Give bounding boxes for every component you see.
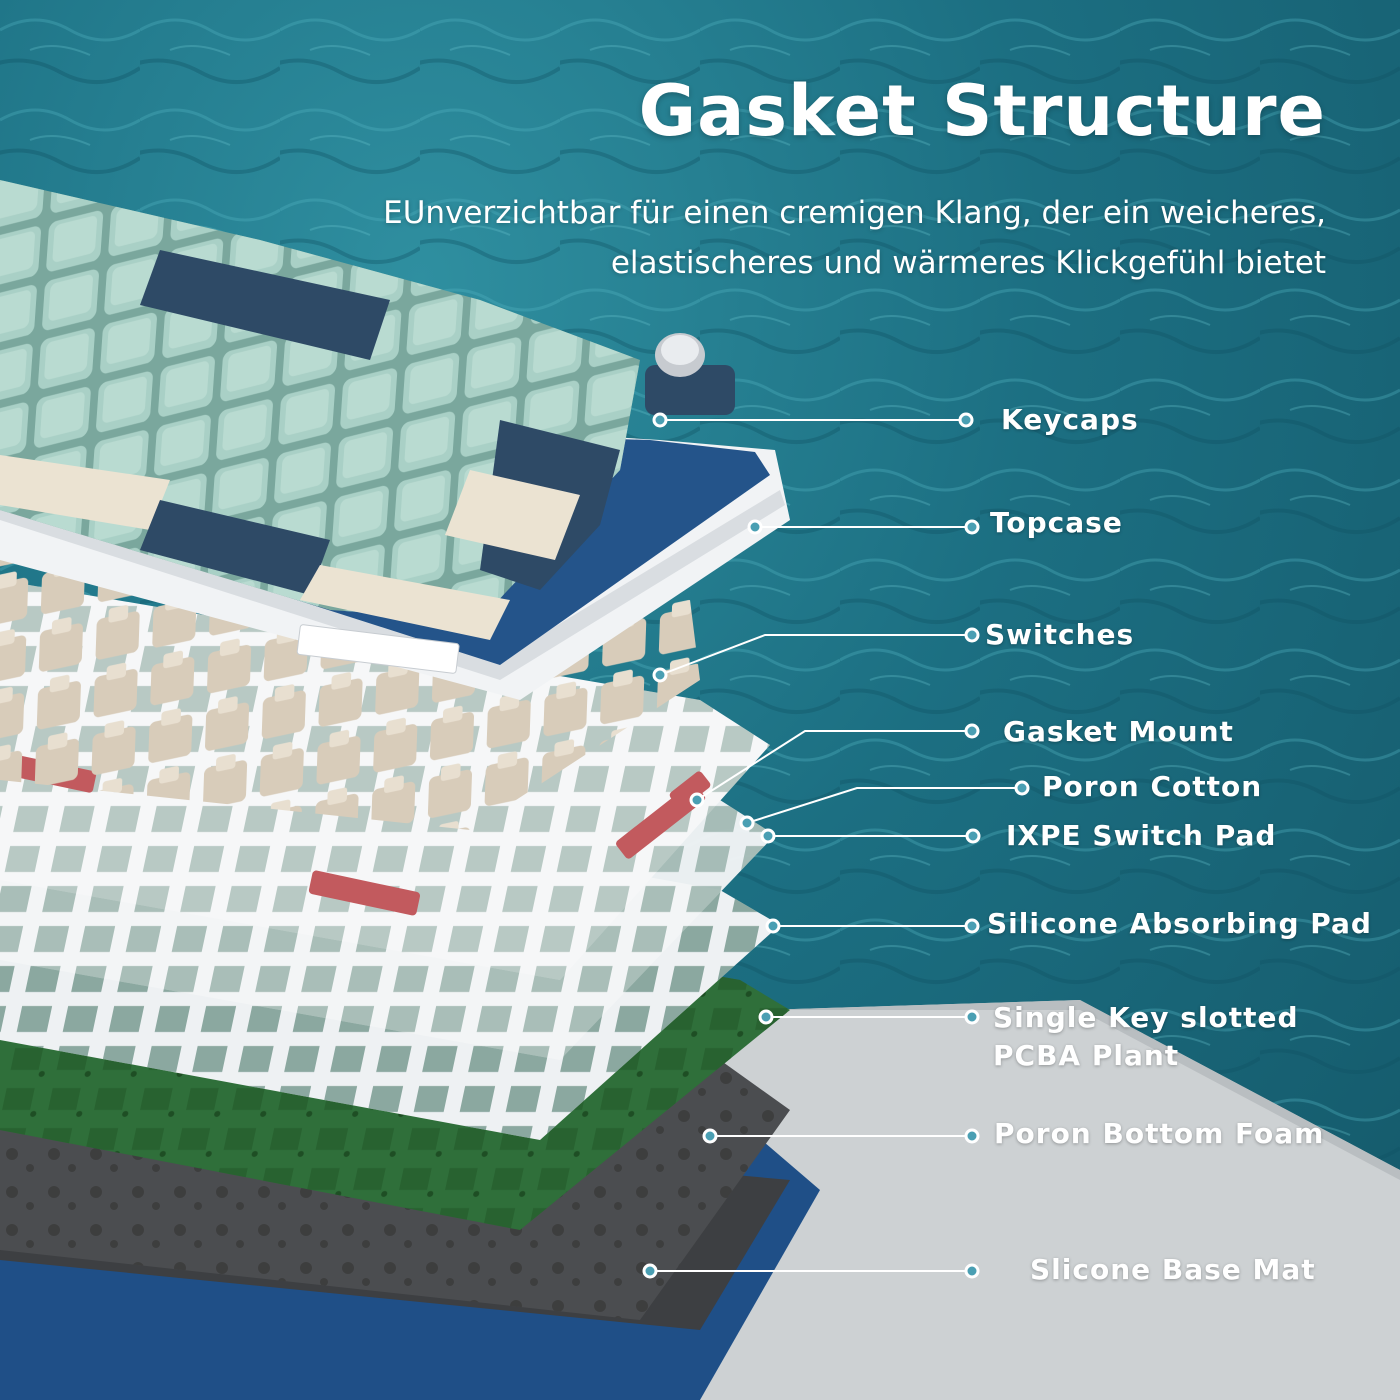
- layer-label-poron-bottom-foam: Poron Bottom Foam: [994, 1117, 1325, 1150]
- leader-dot-poron-bottom-foam-start: [702, 1128, 718, 1144]
- leader-dot-base-mat-end: [964, 1263, 980, 1279]
- leader-dot-silicone-absorbing-pad-start: [765, 918, 781, 934]
- layer-label-base-mat: Slicone Base Mat: [1030, 1253, 1316, 1286]
- gasket-strip: [308, 870, 421, 916]
- layer-label-poron-cotton: Poron Cotton: [1042, 770, 1263, 803]
- leader-dot-base-mat-start: [642, 1263, 658, 1279]
- leader-dot-silicone-absorbing-pad-end: [964, 918, 980, 934]
- layer-label-keycaps: Keycaps: [1001, 403, 1139, 436]
- leader-dot-poron-cotton-end: [1014, 780, 1030, 796]
- leader-dot-ixpe-switch-pad-end: [965, 828, 981, 844]
- leader-dot-topcase-start: [747, 519, 763, 535]
- leader-dot-poron-bottom-foam-end: [964, 1128, 980, 1144]
- leader-dot-pcba-plant-start: [758, 1009, 774, 1025]
- leader-line-gasket-mount: [696, 730, 972, 801]
- layer-label-topcase: Topcase: [990, 506, 1123, 539]
- callout-leaders: [642, 412, 1030, 1279]
- leader-line-poron-cotton: [746, 787, 1022, 824]
- subtitle-line-1: EUnverzichtbar für einen cremigen Klang,…: [383, 195, 1326, 231]
- page-title: Gasket Structure: [638, 70, 1326, 152]
- layer-label-pcba-line-1: Single Key slotted: [993, 1001, 1299, 1034]
- leader-dot-keycaps-start: [652, 412, 668, 428]
- layer-label-ixpe-switch-pad: IXPE Switch Pad: [1006, 819, 1277, 852]
- leader-line-switches: [659, 634, 972, 676]
- layer-label-gasket-mount: Gasket Mount: [1003, 715, 1234, 748]
- gasket-strip: [669, 771, 711, 809]
- subtitle-line-2: elastischeres und wärmeres Klickgefühl b…: [610, 245, 1326, 281]
- layer-label-pcba-line-2: PCBA Plant: [993, 1039, 1180, 1072]
- leader-dot-switches-start: [652, 667, 668, 683]
- leader-dot-poron-cotton-start: [739, 815, 755, 831]
- leader-dot-keycaps-end: [958, 412, 974, 428]
- layer-label-switches: Switches: [985, 618, 1135, 651]
- leader-dot-gasket-mount-start: [689, 792, 705, 808]
- leader-dot-pcba-plant-end: [964, 1009, 980, 1025]
- leader-dot-gasket-mount-end: [964, 723, 980, 739]
- leader-dot-switches-end: [964, 627, 980, 643]
- layer-label-pcba-plant: Single Key slotted PCBA Plant: [993, 999, 1299, 1075]
- leader-dot-ixpe-switch-pad-start: [760, 828, 776, 844]
- leader-dot-topcase-end: [964, 519, 980, 535]
- page-subtitle: EUnverzichtbar für einen cremigen Klang,…: [383, 188, 1326, 288]
- layer-label-silicone-absorbing-pad: Silicone Absorbing Pad: [987, 907, 1372, 940]
